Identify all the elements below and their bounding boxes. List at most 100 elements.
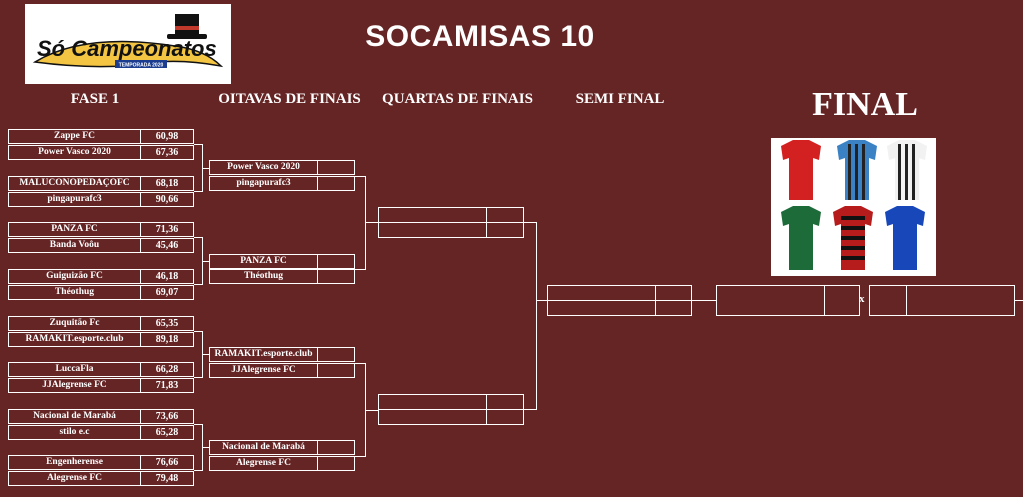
team-score xyxy=(317,348,354,361)
team-name: JJAlegrense FC xyxy=(231,365,296,375)
team-name: Zuquitão Fc xyxy=(49,318,100,328)
final-slot-right[interactable] xyxy=(869,285,1015,316)
oitavas-slot[interactable]: Nacional de Marabá xyxy=(209,440,355,455)
fase1-slot[interactable]: Power Vasco 2020 67,36 xyxy=(8,145,194,160)
semi-slot[interactable] xyxy=(547,285,692,301)
fase1-slot[interactable]: MALUCONOPEDAÇOFC 68,18 xyxy=(8,176,194,191)
team-score: 65,35 xyxy=(140,317,193,330)
final-versus: x xyxy=(859,293,865,305)
team-name: Guiguizão FC xyxy=(46,271,103,281)
fase1-slot[interactable]: Théothug 69,07 xyxy=(8,285,194,300)
team-score: 76,66 xyxy=(140,456,193,469)
team-score: 68,18 xyxy=(140,177,193,190)
fase1-slot[interactable]: LuccaFla 66,28 xyxy=(8,362,194,377)
fase1-slot[interactable]: Engenherense 76,66 xyxy=(8,455,194,470)
logo-subtext: TEMPORADA 2020 xyxy=(119,63,164,69)
oitavas-slot[interactable]: Power Vasco 2020 xyxy=(209,160,355,175)
bracket-line xyxy=(194,284,202,285)
team-score xyxy=(317,441,354,454)
bracket-line xyxy=(365,222,378,223)
bracket-line xyxy=(194,377,202,378)
team-name: Engenherense xyxy=(46,457,103,467)
team-score xyxy=(317,270,354,283)
fase1-slot[interactable]: JJAlegrense FC 71,83 xyxy=(8,378,194,393)
score-divider xyxy=(906,286,907,315)
team-name: LuccaFla xyxy=(55,364,94,374)
score-divider xyxy=(486,208,487,222)
team-name: Power Vasco 2020 xyxy=(227,162,300,172)
team-name: Nacional de Marabá xyxy=(33,411,116,421)
bracket-line xyxy=(194,331,202,332)
team-score: 67,36 xyxy=(140,146,193,159)
quartas-slot[interactable] xyxy=(378,207,524,223)
team-name: JJAlegrense FC xyxy=(42,380,107,390)
bracket-line xyxy=(202,354,209,355)
round-header-final: FINAL xyxy=(812,86,918,123)
fase1-slot[interactable]: Zuquitão Fc 65,35 xyxy=(8,316,194,331)
bracket-line xyxy=(194,237,202,238)
team-name: Power Vasco 2020 xyxy=(38,147,111,157)
final-slot-left[interactable] xyxy=(716,285,860,316)
team-score: 69,07 xyxy=(140,286,193,299)
round-header-quartas: QUARTAS DE FINAIS xyxy=(382,91,533,107)
team-score: 79,48 xyxy=(140,472,193,485)
semi-slot[interactable] xyxy=(547,300,692,316)
bracket-line xyxy=(202,168,209,169)
team-score xyxy=(317,255,354,268)
bracket-line xyxy=(1015,300,1023,301)
team-score xyxy=(317,177,354,190)
oitavas-slot[interactable]: JJAlegrense FC xyxy=(209,363,355,378)
team-score: 71,83 xyxy=(140,379,193,392)
fase1-slot[interactable]: PANZA FC 71,36 xyxy=(8,222,194,237)
bracket-line xyxy=(194,144,202,145)
round-header-oitavas: OITAVAS DE FINAIS xyxy=(218,91,361,107)
team-score: 65,28 xyxy=(140,426,193,439)
quartas-slot[interactable] xyxy=(378,394,524,410)
bracket-line xyxy=(536,300,547,301)
team-score xyxy=(317,364,354,377)
team-score: 71,36 xyxy=(140,223,193,236)
round-header-semi: SEMI FINAL xyxy=(575,91,665,107)
bracket-line xyxy=(194,470,202,471)
bracket-line xyxy=(692,300,716,301)
oitavas-slot[interactable]: RAMAKIT.esporte.club xyxy=(209,347,355,362)
bracket-line xyxy=(524,409,536,410)
team-name: stilo e.c xyxy=(59,427,90,437)
team-score: 73,66 xyxy=(140,410,193,423)
oitavas-slot[interactable]: PANZA FC xyxy=(209,254,355,269)
logo-text: Só Campeonatos xyxy=(37,36,217,61)
team-name: PANZA FC xyxy=(51,224,98,234)
fase1-slot[interactable]: stilo e.c 65,28 xyxy=(8,425,194,440)
oitavas-slot[interactable]: Alegrense FC xyxy=(209,456,355,471)
quartas-slot[interactable] xyxy=(378,222,524,238)
team-name: MALUCONOPEDAÇOFC xyxy=(19,178,130,188)
score-divider xyxy=(486,223,487,237)
bracket-line xyxy=(355,176,365,177)
team-name: RAMAKIT.esporte.club xyxy=(214,349,313,359)
bracket-line xyxy=(536,222,537,410)
team-score: 66,28 xyxy=(140,363,193,376)
oitavas-slot[interactable]: pingapurafc3 xyxy=(209,176,355,191)
team-score: 60,98 xyxy=(140,130,193,143)
bracket-line xyxy=(365,176,366,270)
quartas-slot[interactable] xyxy=(378,409,524,425)
fase1-slot[interactable]: Nacional de Marabá 73,66 xyxy=(8,409,194,424)
score-divider xyxy=(655,301,656,315)
bracket-line xyxy=(194,424,202,425)
team-name: Théothug xyxy=(54,287,95,297)
logo-graphic: Só Campeonatos TEMPORADA 2020 xyxy=(32,14,224,69)
jerseys-image xyxy=(771,138,936,276)
oitavas-slot[interactable]: Théothug xyxy=(209,269,355,284)
team-score: 89,18 xyxy=(140,333,193,346)
team-name: Théothug xyxy=(243,271,284,281)
bracket-line xyxy=(202,261,209,262)
team-score xyxy=(317,457,354,470)
score-divider xyxy=(655,286,656,300)
team-name: Nacional de Marabá xyxy=(222,442,305,452)
